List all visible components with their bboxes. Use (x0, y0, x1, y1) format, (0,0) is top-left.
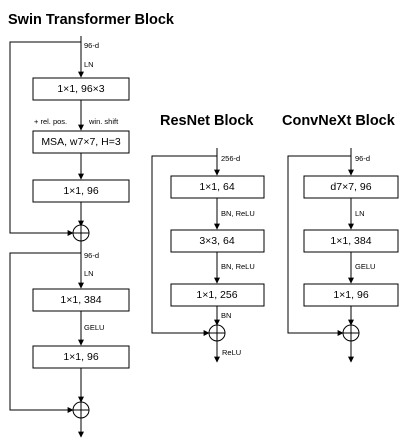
convnext-skip-connection (287, 155, 351, 336)
resnet-input-dim-label: 256-d (221, 154, 240, 163)
resnet-conv2-label: 3×3, 64 (199, 235, 234, 247)
resnet-block-title: ResNet Block (160, 113, 254, 129)
swin-block-title: Swin Transformer Block (8, 12, 175, 28)
swin-msa-label: MSA, w7×7, H=3 (41, 136, 121, 148)
swin-transformer-block: Swin Transformer Block 96-d LN 1×1, 96×3… (8, 12, 175, 438)
convnext-gelu-label: GELU (355, 262, 375, 271)
swin-residual-add-1 (72, 224, 90, 242)
convnext-pw1-label: 1×1, 384 (330, 235, 371, 247)
convnext-residual-add (342, 324, 360, 342)
resnet-conv3-label: 1×1, 256 (196, 289, 237, 301)
swin-skip-connection-2 (9, 252, 81, 413)
convnext-pw2-label: 1×1, 96 (333, 289, 368, 301)
convnext-block-title: ConvNeXt Block (282, 113, 396, 129)
resnet-act1-label: BN, ReLU (221, 209, 255, 218)
swin-ln1-label: LN (84, 60, 94, 69)
swin-skip-connection-1 (9, 41, 81, 236)
swin-input-dim-label: 96-d (84, 41, 99, 50)
convnext-ln-label: LN (355, 209, 365, 218)
swin-rel-pos-label: + rel. pos. (34, 117, 67, 126)
resnet-bn-label: BN (221, 311, 231, 320)
swin-ln2-label: LN (84, 269, 94, 278)
resnet-conv1-label: 1×1, 64 (199, 181, 234, 193)
convnext-block: ConvNeXt Block 96-d d7×7, 96 LN 1×1, 384… (282, 113, 399, 363)
swin-mlp-dim-label: 96-d (84, 251, 99, 260)
resnet-relu-label: ReLU (222, 348, 241, 357)
resnet-skip-connection (151, 155, 217, 336)
swin-fc1-label: 1×1, 384 (60, 294, 101, 306)
resnet-block: ResNet Block 256-d 1×1, 64 BN, ReLU 3×3,… (151, 113, 265, 363)
swin-fc2-label: 1×1, 96 (63, 351, 98, 363)
resnet-act2-label: BN, ReLU (221, 262, 255, 271)
convnext-dwconv-label: d7×7, 96 (330, 181, 371, 193)
swin-residual-add-2 (72, 401, 90, 419)
swin-proj-label: 1×1, 96 (63, 185, 98, 197)
swin-gelu-label: GELU (84, 323, 104, 332)
swin-win-shift-label: win. shift (88, 117, 119, 126)
swin-qkv-label: 1×1, 96×3 (57, 83, 104, 95)
resnet-residual-add (208, 324, 226, 342)
convnext-input-dim-label: 96-d (355, 154, 370, 163)
